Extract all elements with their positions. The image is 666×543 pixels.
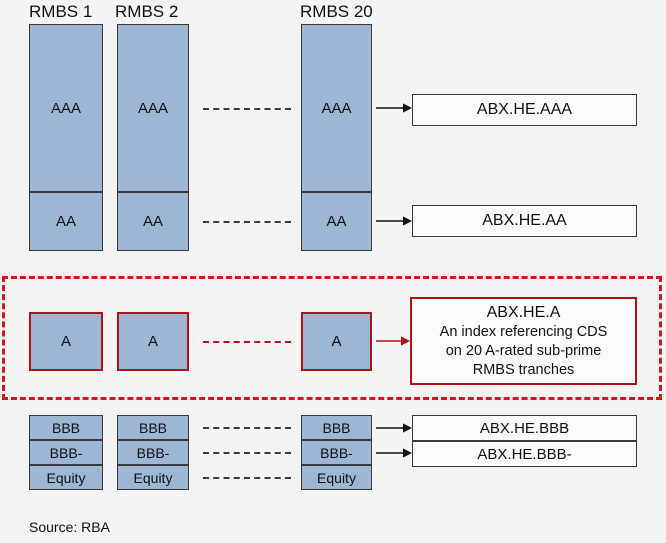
arrow-aaa-to-index bbox=[376, 100, 412, 116]
dashed-connector-equity bbox=[203, 477, 291, 479]
tranche-aaa-rmbs-20: AAA bbox=[301, 24, 372, 192]
tranche-bbb-minus-rmbs-20: BBB- bbox=[301, 440, 372, 465]
tranche-bbb-rmbs-20: BBB bbox=[301, 415, 372, 440]
index-a-desc-line-2: on 20 A-rated sub-prime bbox=[445, 342, 602, 359]
index-box-abx-he-aaa: ABX.HE.AAA bbox=[412, 94, 637, 126]
column-title-rmbs-1: RMBS 1 bbox=[29, 2, 93, 21]
arrow-bbb-to-index bbox=[376, 420, 412, 436]
tranche-bbb-minus-rmbs-2: BBB- bbox=[117, 440, 189, 465]
index-box-abx-he-aa: ABX.HE.AA bbox=[412, 205, 637, 237]
tranche-bbb-rmbs-1: BBB bbox=[29, 415, 103, 440]
index-a-desc-line-1: An index referencing CDS bbox=[439, 323, 608, 340]
tranche-a-rmbs-20: A bbox=[301, 312, 372, 371]
source-note: Source: RBA bbox=[29, 519, 110, 535]
tranche-equity-rmbs-1: Equity bbox=[29, 465, 103, 490]
dashed-connector-aaa bbox=[203, 108, 291, 110]
index-a-title: ABX.HE.A bbox=[486, 303, 561, 321]
tranche-bbb-minus-rmbs-1: BBB- bbox=[29, 440, 103, 465]
index-box-abx-he-bbb-minus: ABX.HE.BBB- bbox=[412, 441, 637, 467]
tranche-bbb-rmbs-2: BBB bbox=[117, 415, 189, 440]
arrow-bbb-minus-to-index bbox=[376, 445, 412, 461]
column-title-rmbs-2: RMBS 2 bbox=[115, 2, 179, 21]
tranche-aa-rmbs-2: AA bbox=[117, 192, 189, 251]
tranche-a-rmbs-1: A bbox=[29, 312, 103, 371]
tranche-aa-rmbs-20: AA bbox=[301, 192, 372, 251]
tranche-aa-rmbs-1: AA bbox=[29, 192, 103, 251]
index-box-abx-he-a: ABX.HE.A An index referencing CDS on 20 … bbox=[410, 297, 637, 385]
dashed-connector-bbb-minus bbox=[203, 452, 291, 454]
dashed-connector-bbb bbox=[203, 427, 291, 429]
dashed-connector-aa bbox=[203, 221, 291, 223]
index-box-abx-he-bbb: ABX.HE.BBB bbox=[412, 415, 637, 441]
index-a-desc-line-3: RMBS tranches bbox=[472, 361, 575, 378]
tranche-a-rmbs-2: A bbox=[117, 312, 189, 371]
tranche-equity-rmbs-2: Equity bbox=[117, 465, 189, 490]
dashed-connector-a bbox=[203, 341, 291, 343]
arrow-aa-to-index bbox=[376, 213, 412, 229]
tranche-aaa-rmbs-1: AAA bbox=[29, 24, 103, 192]
tranche-aaa-rmbs-2: AAA bbox=[117, 24, 189, 192]
column-title-rmbs-20: RMBS 20 bbox=[300, 2, 373, 21]
tranche-equity-rmbs-20: Equity bbox=[301, 465, 372, 490]
